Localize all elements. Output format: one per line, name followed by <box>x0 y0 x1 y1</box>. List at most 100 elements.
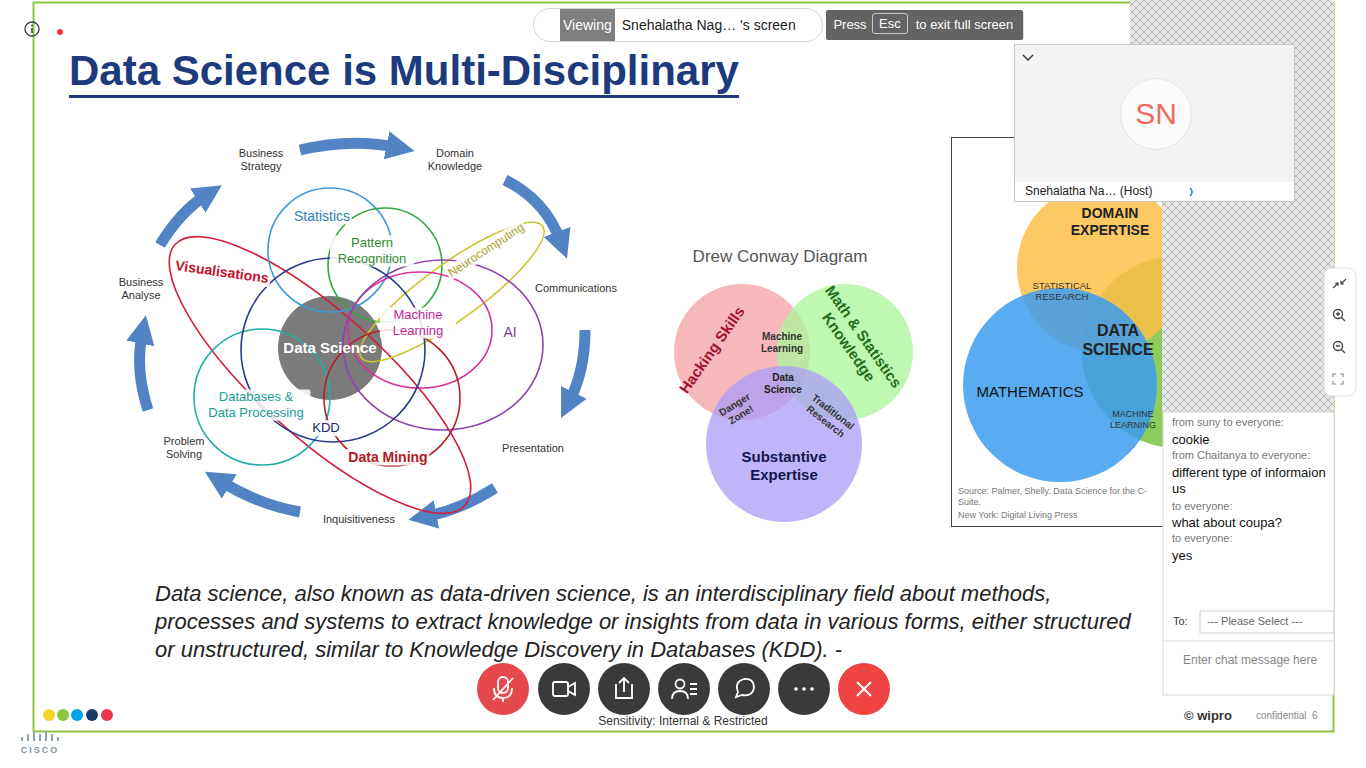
cycle-arrow <box>428 488 495 516</box>
shape-label: Data Mining <box>346 449 429 466</box>
mic-icon <box>498 677 508 693</box>
ellipse-shape <box>348 272 492 388</box>
ellipse-shape <box>963 288 1157 482</box>
zoom-controls <box>1324 268 1356 396</box>
logo-bar <box>57 737 59 741</box>
panel-text: Viewing <box>560 9 615 41</box>
zoom-out-icon <box>1334 342 1343 351</box>
slide-title: Data Science is Multi-Disciplinary <box>69 47 739 98</box>
chat-message: what about coupa? <box>1172 515 1282 531</box>
brand-dot <box>101 709 113 721</box>
logo-bar <box>39 734 41 741</box>
shape-label: KDD <box>310 420 341 436</box>
more-dot <box>810 687 814 691</box>
shape-label: Machine Learning <box>380 307 456 338</box>
select-value: --- Please Select --- <box>1207 615 1302 628</box>
zoom-in-icon <box>1334 310 1343 319</box>
chat-message: different type of informaion us <box>1172 465 1330 496</box>
panel-text: Esc <box>879 16 901 31</box>
more-dot <box>794 687 798 691</box>
topic-ellipse: Machine Learning <box>345 255 495 405</box>
panel-text: Snehalatha Na… (Host) <box>1015 182 1294 201</box>
shape-label: Data Science <box>283 339 376 357</box>
core-circle: Data Science <box>275 293 385 403</box>
shape-label: Databases & Data Processing <box>202 389 311 420</box>
camera-icon <box>553 682 568 696</box>
video-button <box>538 663 590 715</box>
toolbar <box>477 663 890 715</box>
field-label: To: <box>1173 615 1188 628</box>
shape-label: Visualisations <box>172 257 271 287</box>
info-ring <box>25 22 39 36</box>
fullscreen-icon <box>1333 374 1343 384</box>
select-box <box>1200 611 1334 633</box>
info-icon <box>25 22 63 36</box>
shape-label: DOMAIN EXPERTISE <box>1063 205 1158 239</box>
overlap-label: Data Science <box>758 372 808 396</box>
brand-text: © wipro <box>1184 708 1232 724</box>
ellipse-shape <box>328 208 442 322</box>
zoom-panel <box>1324 268 1356 396</box>
key-cap: Esc <box>872 13 908 34</box>
camera-icon <box>568 683 575 695</box>
skill-label: Business Strategy <box>230 147 292 173</box>
hint-text: to exit full screen <box>916 17 1014 33</box>
shape-label: Substantive Expertise <box>729 448 839 484</box>
participants-icon <box>672 684 697 699</box>
hatched-area <box>1130 0 1334 44</box>
cycle-arrow <box>160 196 205 245</box>
topic-ellipse: Visualisations <box>122 177 518 573</box>
shape-outline <box>122 177 518 573</box>
ellipse-shape <box>345 204 559 381</box>
cycle-arrow <box>222 482 300 512</box>
panel-text: Snehalatha Nag… 's screen <box>622 17 796 33</box>
panel-text: SN <box>1135 97 1177 131</box>
skill-label: Problem Solving <box>156 435 212 461</box>
ellipse-shape <box>343 260 543 430</box>
input-placeholder: Enter chat message here <box>1183 653 1317 667</box>
slide-border <box>34 3 1334 732</box>
logo-text: CISCO <box>21 745 60 756</box>
cisco-bars <box>22 731 58 741</box>
info-stem <box>31 28 33 33</box>
skill-label: Domain Knowledge <box>422 147 488 173</box>
overlap-label: MACHINE LEARNING <box>1106 409 1161 431</box>
shape-label: MATHEMATICS <box>977 383 1084 401</box>
more-button <box>778 663 830 715</box>
zoom-in-icon <box>1336 312 1345 321</box>
ellipse-shape <box>134 198 507 551</box>
chat-sender: from suny to everyone: <box>1172 416 1284 429</box>
diagram-heading: Drew Conway Diagram <box>693 247 868 267</box>
skill-label: Inquisitiveness <box>323 513 395 526</box>
cycle-arrow <box>570 330 585 400</box>
chat-panel <box>1163 412 1334 695</box>
footer-text: confidential <box>1256 710 1307 722</box>
info-dot <box>31 25 33 27</box>
ellipse-shape <box>324 330 460 466</box>
body-text: Data science, also known as data-driven … <box>155 580 1155 664</box>
logo-bar <box>21 737 23 741</box>
shape-label: AI <box>501 324 518 341</box>
brand-dots <box>43 709 113 721</box>
page-number: 6 <box>1312 710 1318 722</box>
share-icon <box>616 678 632 698</box>
logo-bar <box>45 731 47 741</box>
chat-divider <box>1163 641 1334 642</box>
source-note: New York: Digital Living Press <box>958 510 1078 521</box>
brand-dot <box>57 709 69 721</box>
logo-bar <box>51 734 53 741</box>
chat-button <box>718 663 770 715</box>
chat-sender: from Chaitanya to everyone: <box>1172 449 1310 462</box>
brand-dot <box>43 709 55 721</box>
brand-dot <box>86 709 98 721</box>
cycle-arrow <box>300 143 395 150</box>
share-button <box>598 663 650 715</box>
overlap-label: STATISTICAL RESEARCH <box>1022 280 1102 303</box>
logo-bar <box>27 734 29 741</box>
ellipse-shape <box>241 258 425 442</box>
compress-icon <box>1333 279 1346 288</box>
mic-icon <box>493 678 513 702</box>
overlap-label: DATA SCIENCE <box>1078 321 1158 359</box>
chat-sender: to everyone: <box>1172 500 1233 513</box>
